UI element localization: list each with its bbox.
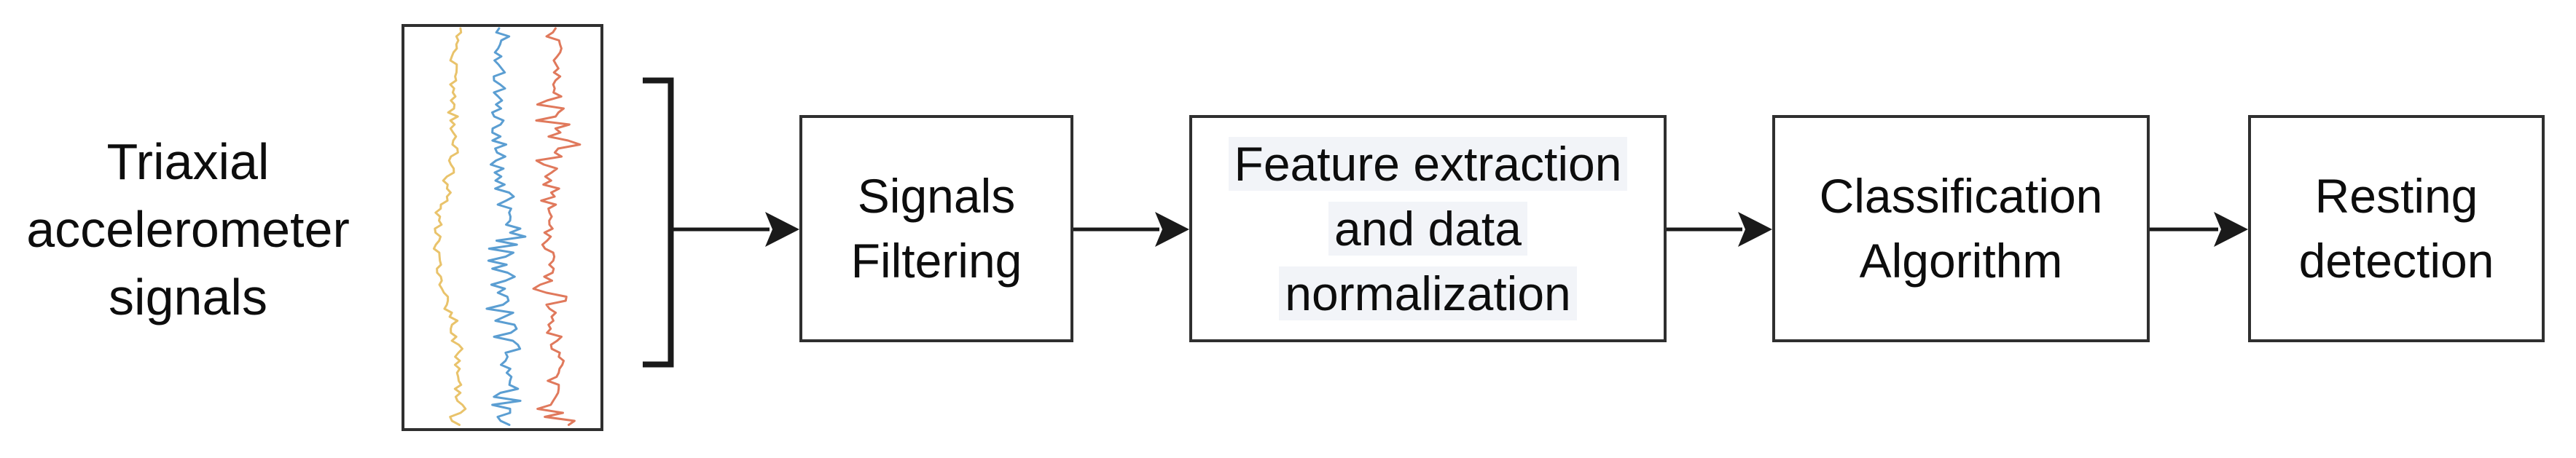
grouping-bracket xyxy=(643,77,674,368)
step-signals-filtering: Signals Filtering xyxy=(799,115,1073,342)
step-label-line: Algorithm xyxy=(1859,234,2063,288)
z-axis-trace xyxy=(532,27,582,426)
step-label-line: Feature extraction xyxy=(1228,132,1628,197)
step-resting-detection: Resting detection xyxy=(2248,115,2545,342)
step-label-line: normalization xyxy=(1279,261,1577,326)
step-label-line: Signals xyxy=(857,169,1016,223)
step-label-line: Classification xyxy=(1819,169,2103,223)
x-axis-trace xyxy=(432,27,467,426)
step-feature-extraction: Feature extraction and data normalizatio… xyxy=(1189,115,1667,342)
triaxial-waveforms-icon xyxy=(432,27,582,426)
accelerometer-signals-panel xyxy=(402,24,603,431)
arrowhead-4 xyxy=(2214,212,2248,247)
arrowhead-3 xyxy=(1738,212,1772,247)
step-classification-algorithm: Classification Algorithm xyxy=(1772,115,2150,342)
step-label-line: Resting xyxy=(2314,169,2478,223)
step-label-line: detection xyxy=(2298,234,2494,288)
input-signals-label: Triaxial accelerometer signals xyxy=(0,102,376,357)
input-label-line: Triaxial xyxy=(106,133,270,190)
y-axis-trace xyxy=(485,27,527,426)
arrowhead-2 xyxy=(1155,212,1189,247)
input-label-line: accelerometer xyxy=(26,200,350,258)
input-label-line: signals xyxy=(109,268,267,325)
step-label-line: Filtering xyxy=(850,234,1022,288)
step-label-line: and data xyxy=(1328,197,1527,261)
arrowhead-1 xyxy=(765,212,799,247)
